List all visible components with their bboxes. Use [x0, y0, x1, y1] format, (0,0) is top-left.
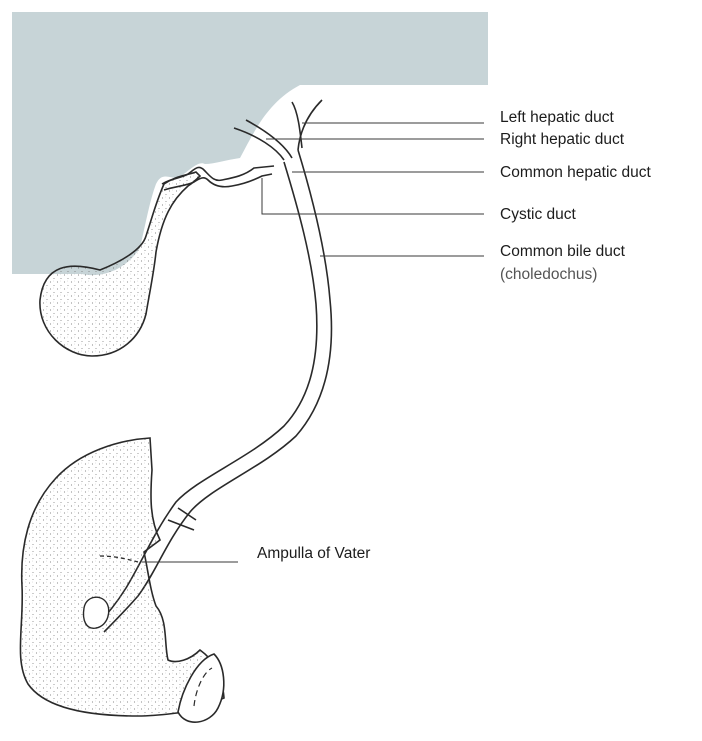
- label-right-hepatic-duct: Right hepatic duct: [500, 131, 625, 148]
- label-choledochus: (choledochus): [500, 266, 597, 283]
- label-left-hepatic-duct: Left hepatic duct: [500, 109, 614, 126]
- label-cystic-duct: Cystic duct: [500, 206, 576, 223]
- label-ampulla-of-vater: Ampulla of Vater: [257, 545, 370, 562]
- label-common-bile-duct: Common bile duct: [500, 243, 626, 260]
- label-common-hepatic-duct: Common hepatic duct: [500, 164, 651, 181]
- leader-cystic-duct: [262, 178, 484, 214]
- papilla: [84, 597, 109, 628]
- pancreatic-duct: [168, 508, 196, 530]
- left-hepatic-duct: [292, 102, 302, 148]
- liver-region: [12, 12, 488, 275]
